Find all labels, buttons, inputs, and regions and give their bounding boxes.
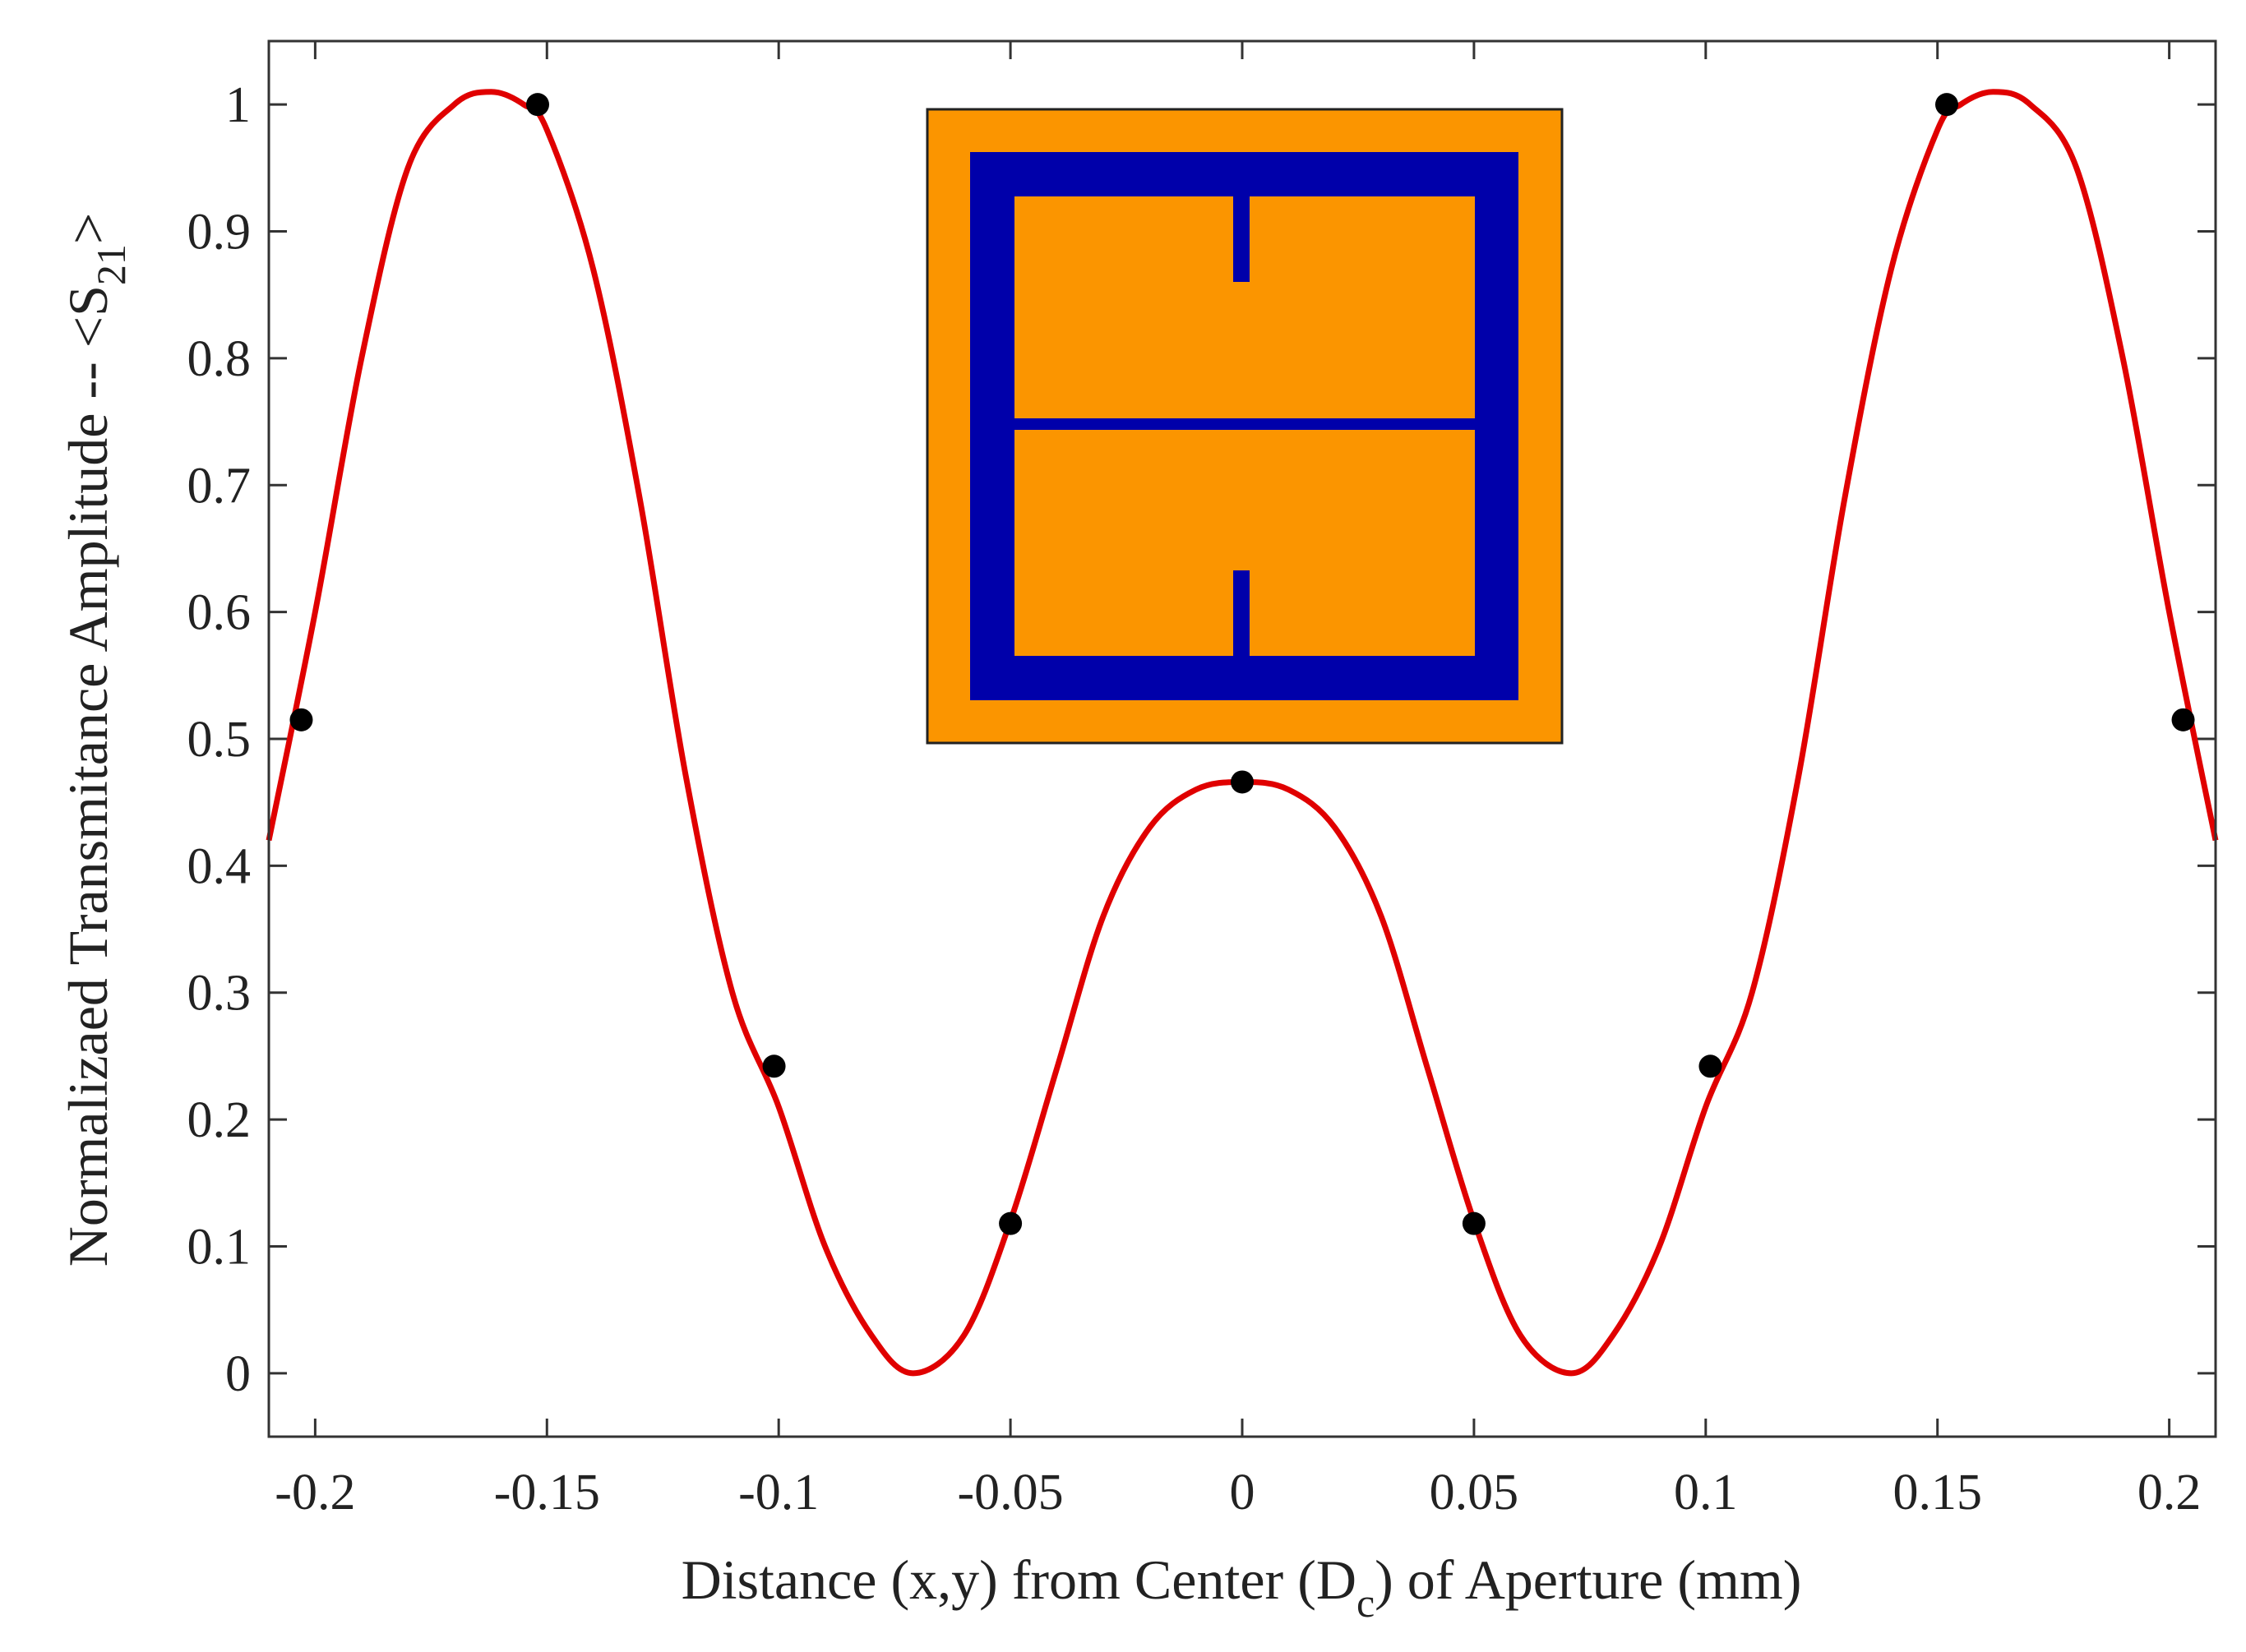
data-point [2171,708,2195,731]
y-axis-title-suffix: > [57,213,119,244]
y-tick-label: 0.2 [187,1092,252,1148]
y-tick-label: 0.7 [187,458,252,514]
inset-lower-split [1233,570,1250,656]
x-tick-label: 0 [1230,1465,1255,1520]
inset-unit-cell [926,108,1564,745]
x-tick-label: -0.05 [958,1465,1064,1520]
y-tick-label: 0.9 [187,205,252,261]
x-tick-label: 0.15 [1892,1465,1982,1520]
y-axis-title: Normalizaed Transmitance Amplitude -- <S… [57,213,134,1267]
data-point [526,93,550,117]
x-axis-title-suffix: ) of Aperture (mm) [1375,1548,1801,1611]
x-tick-label: 0.05 [1430,1465,1519,1520]
data-point [1934,93,1958,117]
y-tick-label: 0.3 [187,966,252,1022]
x-tick-label: -0.2 [275,1465,355,1520]
plot-frame [267,39,2217,1438]
y-tick-label: 0.8 [187,331,252,387]
y-tick-label: 0 [225,1346,251,1402]
y-tick-label: 0.4 [187,838,252,894]
y-axis-title-subscript: 21 [88,244,134,285]
data-point [289,708,313,731]
data-point [1462,1211,1486,1235]
x-tick-label: 0.1 [1674,1465,1738,1520]
y-tick-label: 0.1 [187,1219,252,1275]
inset-upper-split [1233,196,1250,282]
x-axis-title: Distance (x,y) from Center (Dc) of Apert… [682,1548,1802,1626]
y-tick-label: 0.6 [187,585,252,641]
points-layer [289,93,2195,1235]
data-point [999,1211,1023,1235]
data-point [1698,1054,1722,1078]
x-tick-label: -0.1 [738,1465,819,1520]
y-tick-label: 0.5 [187,712,252,768]
x-axis-title-subscript: c [1356,1580,1375,1626]
data-point [762,1054,786,1078]
y-axis-title-prefix: Normalizaed Transmitance Amplitude -- <S [57,285,119,1267]
y-tick-label: 1 [225,77,251,133]
x-tick-label: 0.2 [2137,1465,2202,1520]
data-point [1231,770,1254,794]
x-axis-title-prefix: Distance (x,y) from Center (D [682,1548,1356,1611]
x-tick-label: -0.15 [494,1465,600,1520]
ticks-layer: -0.2 -0.15 -0.1 -0.05 0 0.05 0.1 0.15 0.2 0 0.1 0.2… [187,41,2216,1520]
